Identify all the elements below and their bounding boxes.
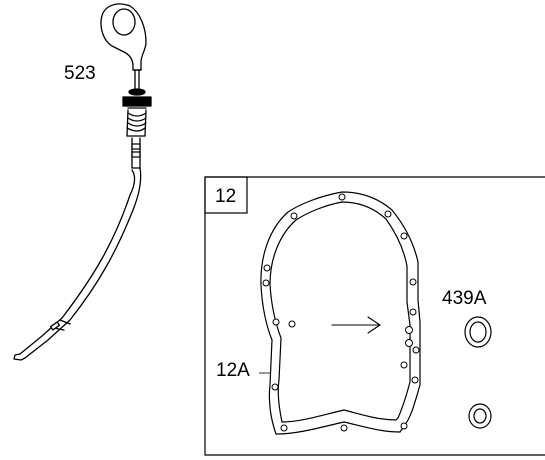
dipstick-part: [13, 3, 152, 361]
dipstick-shaft: [134, 69, 140, 93]
label-kit-12: 12: [215, 186, 237, 207]
kit-frame: [204, 176, 545, 456]
dipstick-cap: [122, 88, 152, 109]
dipstick-handle: [100, 3, 147, 71]
gasket-bolt-holes: [262, 193, 420, 432]
gasket-part: [260, 191, 421, 435]
gasket-outer-edge: [260, 191, 421, 435]
seal-large: [464, 316, 492, 348]
seal-small: [468, 403, 492, 429]
direction-arrow-icon: [331, 316, 381, 334]
kit-number-box: [204, 176, 248, 214]
label-gasket-12A: 12A: [216, 360, 250, 381]
label-dipstick-523: 523: [64, 63, 96, 84]
gasket-inner-edge: [269, 201, 411, 423]
label-seal-439A: 439A: [442, 288, 487, 309]
dipstick-tube: [126, 109, 147, 169]
dipstick-blade: [13, 167, 142, 361]
